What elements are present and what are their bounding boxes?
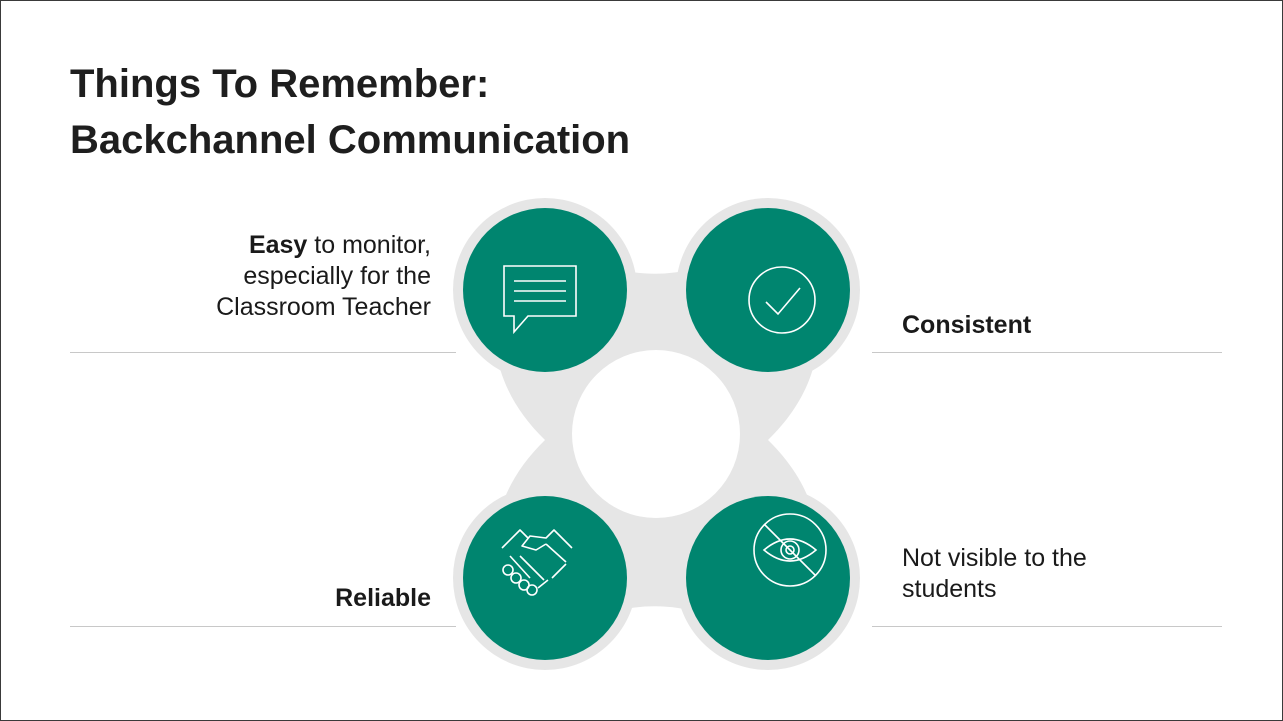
circle-bottom-left: [463, 496, 627, 660]
label-easy-bold: Easy: [248, 231, 308, 259]
divider-top-right: [872, 352, 1222, 353]
title-line-1: Things To Remember:: [70, 62, 490, 106]
circle-top-right: [686, 208, 850, 372]
handshake-icon: [501, 529, 573, 596]
divider-top-left: [70, 352, 456, 353]
label-easy-text-2: especially for the: [243, 262, 431, 290]
label-not-visible: Not visible to the students: [902, 543, 1202, 605]
title-line-2: Backchannel Communication: [70, 118, 631, 162]
eye-slash-icon: [753, 513, 827, 587]
label-easy: Easy to monitor, especially for the Clas…: [71, 230, 431, 323]
circle-top-left: [463, 208, 627, 372]
label-easy-text-1: to monitor,: [307, 231, 431, 259]
label-not-visible-line-1: Not visible to the: [902, 544, 1087, 572]
checkmark-icon: [748, 266, 816, 334]
slide-title: Things To Remember: Backchannel Communic…: [70, 56, 630, 168]
label-easy-text-3: Classroom Teacher: [216, 293, 431, 321]
divider-bottom-left: [70, 626, 456, 627]
label-consistent: Consistent: [902, 311, 1032, 339]
chat-bubble-icon: [503, 265, 577, 335]
divider-bottom-right: [872, 626, 1222, 627]
label-not-visible-line-2: students: [902, 575, 997, 603]
label-reliable: Reliable: [335, 584, 431, 612]
